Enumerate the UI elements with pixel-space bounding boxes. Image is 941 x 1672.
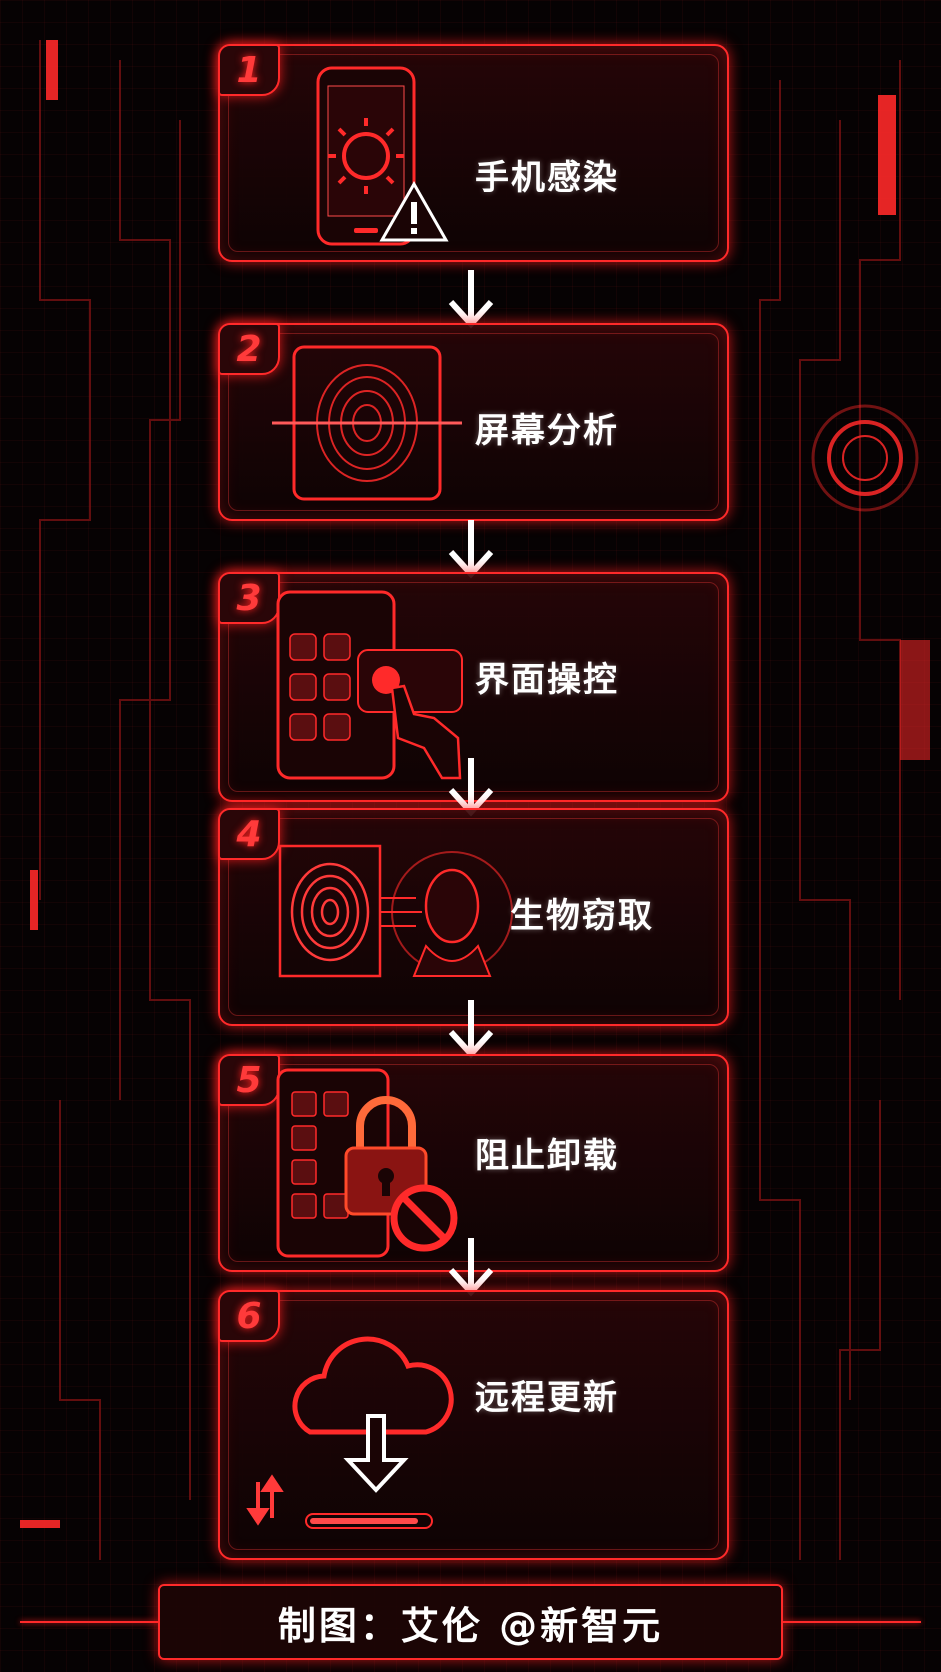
touch-control-icon: [276, 590, 463, 780]
down-arrow-icon: [448, 270, 494, 329]
step-number-badge: 3: [218, 572, 280, 624]
footer-line-right: [783, 1621, 921, 1623]
step-number-badge: 6: [218, 1290, 280, 1342]
step-label: 生物窃取: [510, 896, 654, 936]
cloud-download-icon: [246, 1336, 454, 1529]
step-label: 屏幕分析: [475, 411, 619, 451]
fingerprint-scan-icon: [272, 345, 462, 501]
footer-line-left: [20, 1621, 158, 1623]
step-card-1: 1 手机感染: [218, 44, 729, 262]
step-number-badge: 1: [218, 44, 280, 96]
step-card-2: 2 屏幕分析: [218, 323, 729, 521]
step-card-6: 6 远程更新: [218, 1290, 729, 1560]
biometric-theft-icon: [278, 844, 513, 978]
step-label: 界面操控: [475, 660, 619, 700]
step-label: 阻止卸载: [475, 1136, 619, 1176]
infected-phone-icon: [316, 66, 449, 246]
step-number-badge: 2: [218, 323, 280, 375]
step-number-badge: 4: [218, 808, 280, 860]
step-card-4: 4 生物窃取: [218, 808, 729, 1026]
down-arrow-icon: [448, 1000, 494, 1059]
down-arrow-icon: [448, 1238, 494, 1297]
down-arrow-icon: [448, 520, 494, 579]
step-card-5: 5 阻止卸载: [218, 1054, 729, 1272]
step-label: 远程更新: [475, 1378, 619, 1418]
footer-credit: 制图：艾伦 @新智元: [158, 1584, 783, 1660]
lock-block-icon: [276, 1068, 458, 1258]
step-number-badge: 5: [218, 1054, 280, 1106]
step-label: 手机感染: [475, 158, 619, 198]
